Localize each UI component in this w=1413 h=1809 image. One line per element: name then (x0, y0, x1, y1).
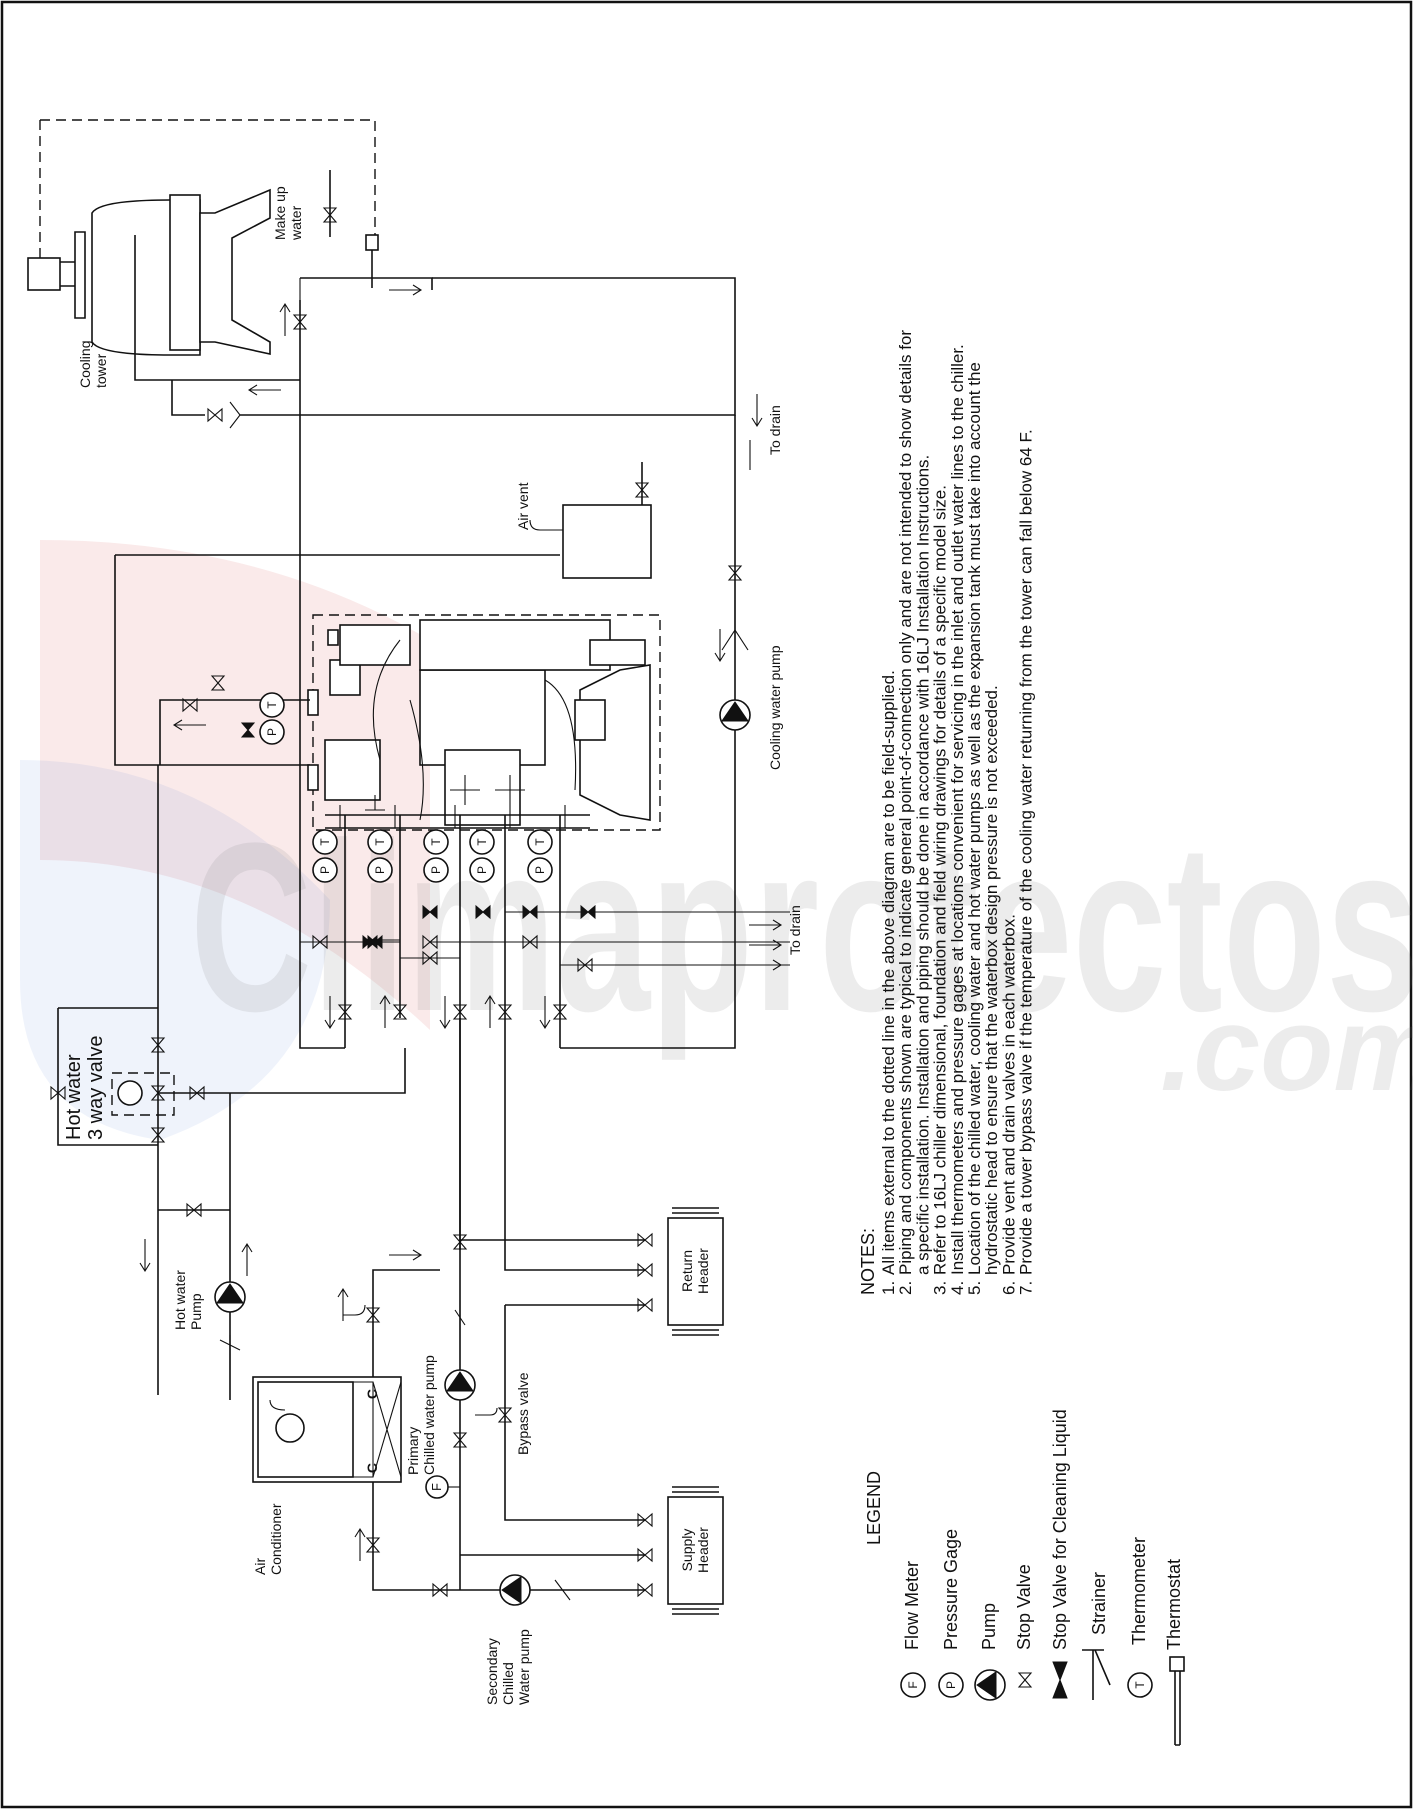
svg-text:P: P (265, 728, 279, 736)
svg-text:T: T (373, 838, 387, 846)
note-number: 6. (999, 1281, 1018, 1295)
hot-water-gauges: P T (159, 675, 310, 765)
svg-text:C: C (364, 1389, 380, 1399)
legend-title: LEGEND (864, 1471, 884, 1545)
notes-title: NOTES: (858, 1228, 878, 1295)
legend: LEGEND F P T Flow Meter Pressure Gage Pu… (864, 1409, 1185, 1746)
stop-valve-icon (1018, 1672, 1032, 1688)
svg-text:P: P (944, 1681, 958, 1689)
note-text: a specific installation. Installation an… (913, 455, 932, 1275)
svg-text:T: T (1133, 1681, 1147, 1689)
gauge-pair-3 (423, 829, 449, 883)
chilled-water-circuit (425, 1018, 724, 1615)
flow-meter-icon: F (900, 1672, 926, 1698)
svg-text:P: P (373, 866, 387, 874)
legend-label-flow-meter: Flow Meter (902, 1561, 922, 1650)
note-number: 1. (879, 1281, 898, 1295)
cleaning-valve-icon (1052, 1661, 1068, 1699)
to-drain-top-label: To drain (767, 405, 783, 455)
note-number: 5. (965, 1281, 984, 1295)
gauge-pair-5 (527, 829, 553, 883)
cooling-tower-label: Coolingtower (77, 341, 109, 388)
cooling-tower (27, 119, 736, 1049)
legend-label-thermostat: Thermostat (1164, 1559, 1184, 1650)
note-text: Install thermometers and pressure gages … (948, 344, 967, 1275)
note-number: 2. (896, 1281, 915, 1295)
hot-water-valve-label: Hot water3 way valve (63, 1036, 107, 1141)
make-up-water-label: Make upwater (272, 186, 304, 241)
expansion-tank (529, 462, 652, 579)
svg-text:P: P (533, 866, 547, 874)
cooling-water-circuit (560, 393, 763, 1049)
svg-text:P: P (475, 866, 489, 874)
legend-label-thermometer: Thermometer (1129, 1537, 1149, 1645)
secondary-pump-label: SecondaryChilledWater pump (484, 1629, 532, 1705)
note-text: All items external to the dotted line in… (879, 670, 898, 1275)
hot-water-pump (139, 1203, 253, 1395)
gauge-pair-1 (312, 829, 338, 883)
bypass-valve-label: Bypass valve (515, 1372, 531, 1455)
svg-text:T: T (265, 701, 279, 709)
air-conditioner-label: AirConditioner (252, 1503, 284, 1575)
primary-pump-label: PrimaryChilled water pump (405, 1355, 437, 1475)
svg-text:T: T (533, 838, 547, 846)
gauge-pair-4 (469, 829, 495, 883)
legend-label-strainer: Strainer (1089, 1572, 1109, 1635)
note-number: 4. (948, 1281, 967, 1295)
note-text: Refer to 16LJ chiller dimensional, found… (931, 485, 950, 1275)
svg-text:T: T (475, 838, 489, 846)
hot-water-valve (50, 765, 406, 1400)
legend-label-pump: Pump (979, 1603, 999, 1650)
cooling-water-pump-label: Cooling water pump (767, 645, 783, 770)
strainer-icon (1082, 1649, 1111, 1700)
svg-text:C: C (364, 1463, 380, 1473)
note-text: Provide a tower bypass valve if the temp… (1017, 429, 1036, 1275)
note-text: Provide vent and drain valves in each wa… (999, 914, 1018, 1275)
note-text: Location of the chilled water, cooling w… (965, 362, 984, 1275)
thermometer-icon: T (1127, 1672, 1153, 1698)
return-header-label: ReturnHeader (679, 1248, 711, 1294)
legend-label-cleaning-valve: Stop Valve for Cleaning Liquid (1050, 1409, 1070, 1650)
to-drain-mid-label: To drain (787, 905, 803, 955)
thermostat-icon (1169, 1656, 1185, 1746)
watermark: Climaprotectos .com (20, 540, 1413, 1140)
note-text: Piping and components shown are typical … (896, 330, 915, 1275)
legend-label-stop-valve: Stop Valve (1014, 1564, 1034, 1650)
watermark-sub: .com (1160, 982, 1413, 1116)
chiller-connections: T P T P T P T P T P (300, 815, 790, 1250)
watermark-main: Climaprotectos (190, 793, 1413, 1061)
hot-water-pump-label: Hot waterPump (172, 1270, 204, 1330)
note-number: 3. (931, 1281, 950, 1295)
note-number: 7. (1017, 1281, 1036, 1295)
supply-header-label: SupplyHeader (679, 1527, 711, 1573)
air-conditioner (252, 1249, 440, 1591)
pressure-gage-icon: P (938, 1672, 964, 1698)
svg-text:T: T (318, 838, 332, 846)
gauge-pair-2 (367, 829, 393, 883)
svg-text:P: P (318, 866, 332, 874)
legend-label-pressure-gage: Pressure Gage (941, 1529, 961, 1650)
air-vent-label: Air vent (515, 482, 531, 530)
notes: NOTES: 1. All items external to the dotte… (858, 330, 1036, 1295)
pump-icon (974, 1669, 1006, 1701)
note-text: hydrostatic head to ensure that the wate… (982, 685, 1001, 1275)
chiller-unit (307, 614, 661, 831)
svg-text:T: T (429, 838, 443, 846)
svg-text:F: F (906, 1681, 920, 1688)
svg-text:P: P (429, 866, 443, 874)
svg-text:F: F (429, 1483, 444, 1491)
